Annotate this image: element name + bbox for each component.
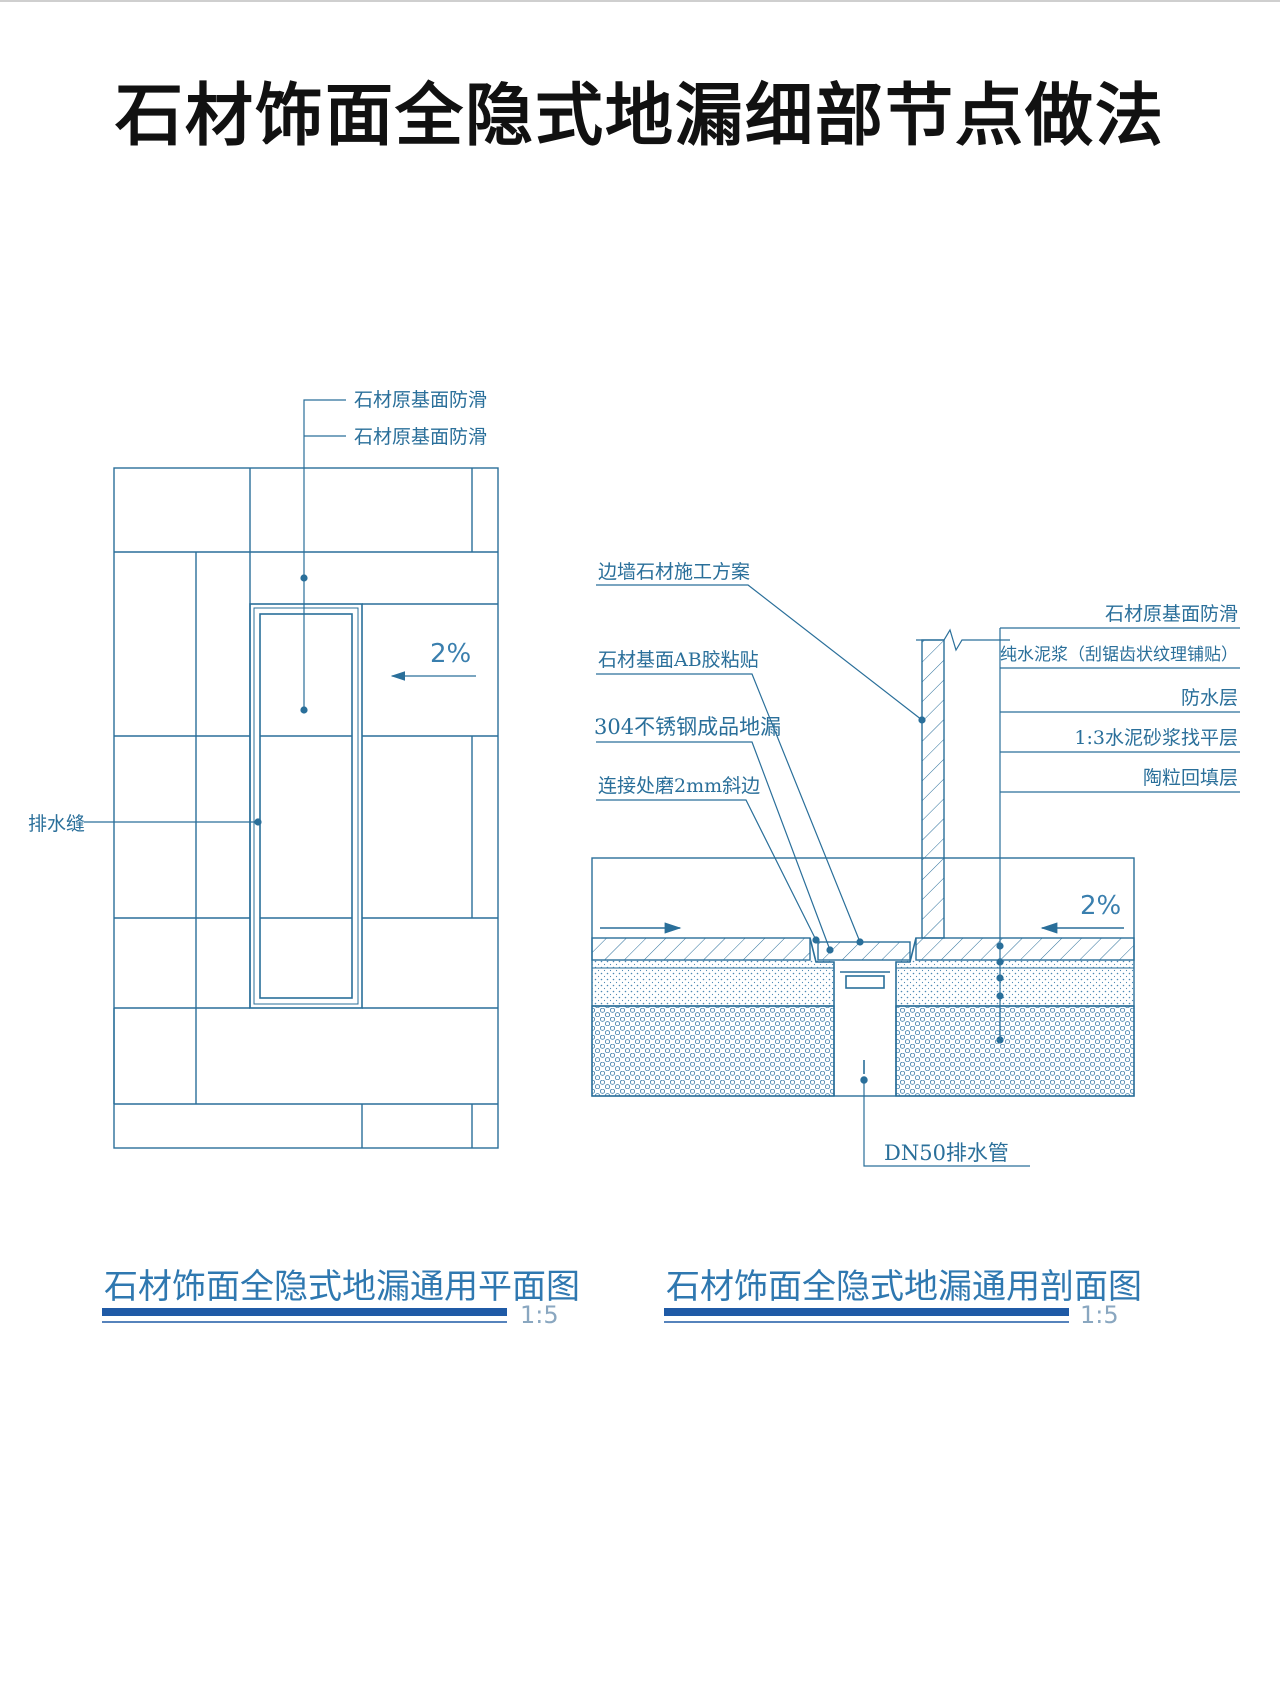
mortar-left xyxy=(592,960,834,1006)
ceramsite-right xyxy=(895,1005,1135,1097)
section-right-label-1: 石材原基面防滑 xyxy=(1105,603,1238,625)
plan-slope-label: 2% xyxy=(430,639,471,669)
section-pipe-label: DN50排水管 xyxy=(884,1141,1009,1165)
stone-right xyxy=(915,937,1135,961)
section-left-label-4: 连接处磨2mm斜边 xyxy=(598,775,760,797)
plan-scale: 1:5 xyxy=(520,1301,559,1329)
section-caption-block: 石材饰面全隐式地漏通用剖面图 1:5 xyxy=(664,1267,1142,1329)
section-left-label-1: 边墙石材施工方案 xyxy=(598,561,750,583)
plan-callout-2: 石材原基面防滑 xyxy=(354,426,487,448)
plan-drain-seam-label: 排水缝 xyxy=(28,813,85,835)
section-left-leaders xyxy=(596,584,926,954)
drain-cover-stone xyxy=(817,941,911,961)
plan-callouts xyxy=(84,399,476,826)
section-left-label-3: 304不锈钢成品地漏 xyxy=(594,715,781,739)
section-right-label-5: 陶粒回填层 xyxy=(1143,767,1238,789)
section-scale: 1:5 xyxy=(1080,1301,1119,1329)
ceramsite-left xyxy=(591,1005,835,1097)
plan-tile-joints xyxy=(113,468,498,1148)
section-caption: 石材饰面全隐式地漏通用剖面图 xyxy=(666,1267,1142,1307)
side-wall xyxy=(921,639,945,939)
plan-drain-cover xyxy=(249,603,363,1009)
plan-outline xyxy=(113,467,499,1149)
section-caption-bar xyxy=(664,1308,1069,1316)
plan-callout-1: 石材原基面防滑 xyxy=(354,389,487,411)
section-right-label-3: 防水层 xyxy=(1181,687,1238,709)
top-border xyxy=(0,0,1280,2)
stone-left xyxy=(591,937,811,961)
section-drain-body xyxy=(809,937,917,1096)
section-right-leaders xyxy=(996,627,1240,1044)
section-view xyxy=(591,584,1240,1167)
section-left-label-2: 石材基面AB胶粘贴 xyxy=(598,649,759,671)
plan-view xyxy=(84,399,499,1149)
page-title: 石材饰面全隐式地漏细部节点做法 xyxy=(114,77,1165,156)
section-right-label-4: 1:3水泥砂浆找平层 xyxy=(1074,727,1238,749)
plan-caption-bar xyxy=(102,1308,507,1316)
plan-caption-block: 石材饰面全隐式地漏通用平面图 1:5 xyxy=(102,1267,580,1329)
section-slope-label: 2% xyxy=(1080,891,1121,921)
plan-caption: 石材饰面全隐式地漏通用平面图 xyxy=(104,1267,580,1307)
section-right-label-2: 纯水泥浆（刮锯齿状纹理铺贴） xyxy=(1000,645,1238,665)
mortar-right xyxy=(896,960,1134,1006)
